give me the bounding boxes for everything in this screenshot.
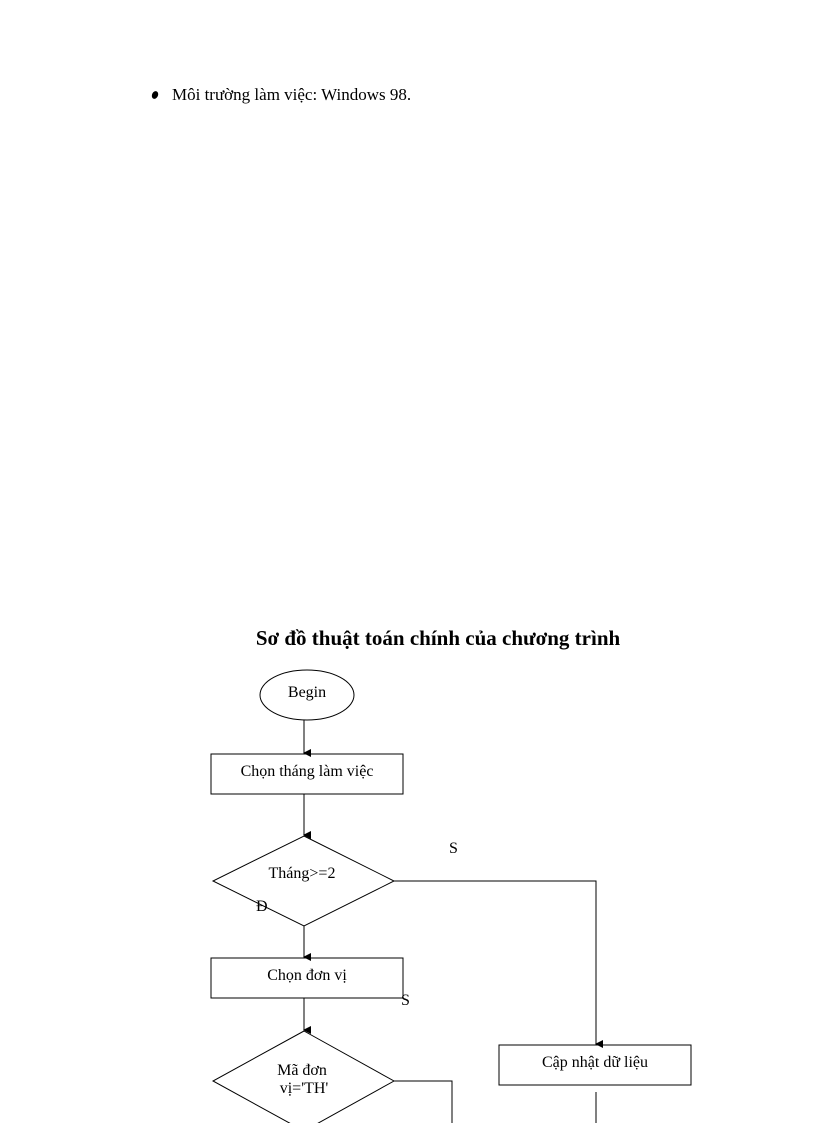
bullet-text: Môi trường làm việc: Windows 98. <box>172 85 412 104</box>
update-data-box <box>498 1044 692 1086</box>
bullet-item: Môi trường làm việc: Windows 98. <box>150 85 412 105</box>
flowchart-title: Sơ đồ thuật toán chính của chương trình <box>255 626 621 650</box>
unit-condition-right-branch <box>394 1080 453 1123</box>
update-data-label: Cập nhật dữ liệu <box>542 1054 648 1071</box>
unit-condition-label-line1: Mã đơn <box>277 1062 327 1079</box>
choose-unit-label: Chọn đơn vị <box>267 967 347 984</box>
label-d-partial: Đ <box>256 898 268 915</box>
unit-condition-diamond <box>211 1030 396 1123</box>
unit-condition-label-line2: vị='TH' <box>280 1080 329 1097</box>
begin-label: Begin <box>288 684 326 701</box>
month-condition-label: Tháng>=2 <box>269 865 336 882</box>
choose-month-label: Chọn tháng làm việc <box>241 763 374 780</box>
choose-month-box <box>210 753 404 795</box>
arrow-month-to-update <box>394 880 603 1048</box>
label-s-month: S <box>449 840 458 857</box>
begin-node <box>259 669 355 721</box>
choose-unit-box <box>210 957 404 999</box>
label-s-unit: S <box>401 992 410 1009</box>
